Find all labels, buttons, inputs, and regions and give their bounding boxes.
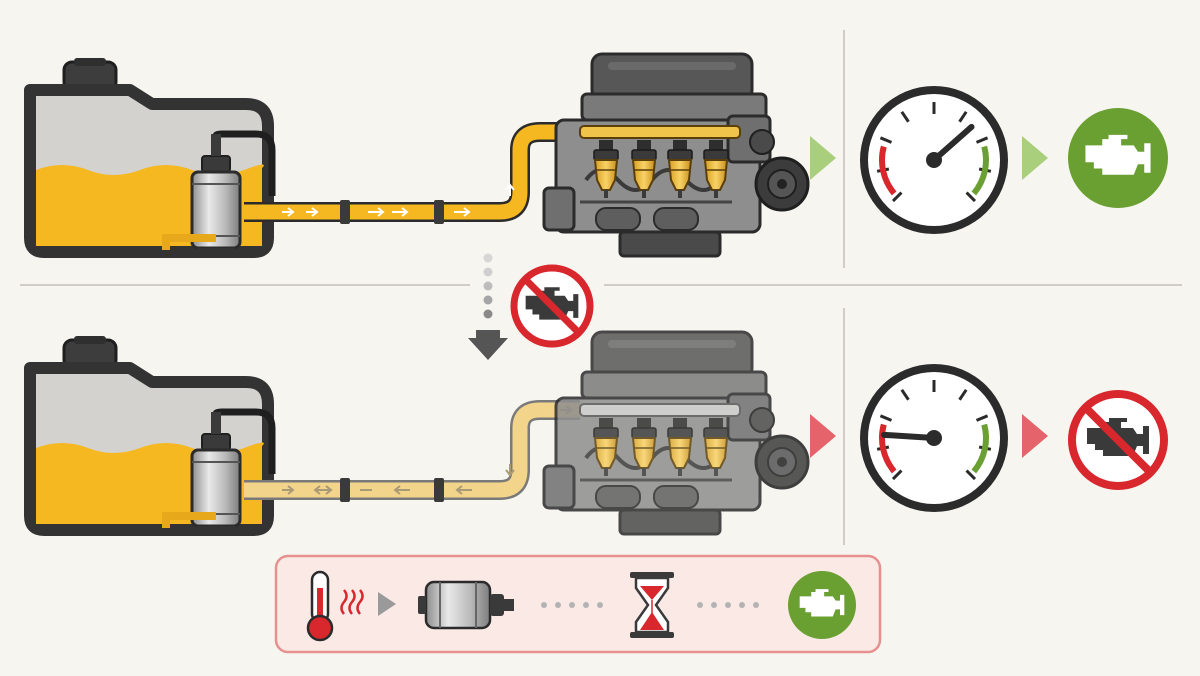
waiting-dots-icon: [541, 602, 603, 608]
gauge-tick: [965, 191, 977, 203]
fuel-line-icon: [244, 122, 738, 224]
thermometer-heat-icon: [306, 570, 364, 642]
fuel-pump-icon: [162, 130, 276, 258]
hourglass-icon: [630, 572, 674, 638]
transition: [468, 253, 594, 360]
flow-arrow-icon: [810, 414, 836, 458]
gauge-tick: [879, 136, 893, 144]
gauge-tick: [975, 136, 989, 144]
gauge-tick: [958, 388, 968, 401]
fuel-pressure-gauge-icon: [860, 364, 1008, 512]
sequence-panel: [274, 554, 882, 654]
gauge-tick: [965, 469, 977, 481]
gauge-tick: [958, 110, 968, 123]
fuel-pump-icon: [162, 408, 276, 536]
gauge-tick: [891, 469, 903, 481]
scenario-failure: [24, 330, 1168, 536]
down-arrow-icon: [468, 253, 508, 360]
gauge-needle: [931, 123, 975, 163]
gauge-tick: [900, 388, 910, 401]
gauge-ticks: [876, 380, 992, 481]
step-arrow-icon: [378, 592, 396, 616]
gauge-tick: [975, 414, 989, 422]
engine-icon: [542, 330, 810, 536]
gauge-tick: [891, 191, 903, 203]
no-start-icon: [1068, 390, 1168, 490]
fuel-line-icon: [244, 400, 580, 502]
scenario-normal: [24, 52, 1168, 258]
waiting-dots-icon: [697, 602, 759, 608]
gauge-tick: [900, 110, 910, 123]
flow-arrow-icon: [1022, 136, 1048, 180]
dividers: [20, 30, 1182, 545]
flow-arrow-icon: [1022, 414, 1048, 458]
gauge-tick: [879, 414, 893, 422]
engine-running-icon: [788, 571, 856, 639]
engine-running-icon: [1068, 108, 1168, 208]
gauge-needle: [881, 431, 937, 441]
engine-icon: [542, 52, 810, 258]
fuel-pump-icon: [418, 580, 514, 630]
no-start-icon: [510, 264, 594, 348]
flow-arrow-icon: [810, 136, 836, 180]
fuel-pressure-gauge-icon: [860, 86, 1008, 234]
